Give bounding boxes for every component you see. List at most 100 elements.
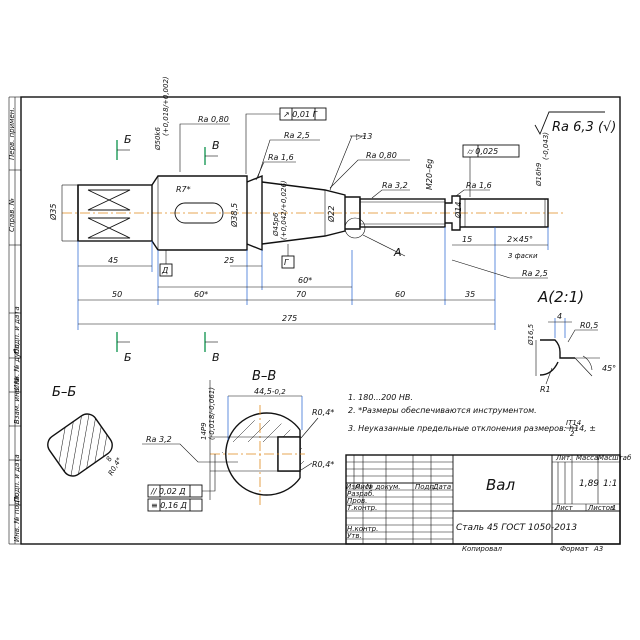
svg-text:Ra 0,80: Ra 0,80	[366, 151, 397, 160]
svg-text:60*: 60*	[194, 290, 208, 299]
svg-text:-0,2: -0,2	[272, 388, 286, 396]
svg-text:R0,5: R0,5	[580, 321, 598, 330]
side-label-5: Подп. и дата	[13, 454, 21, 502]
svg-text:Изм.: Изм.	[346, 483, 362, 491]
svg-text:Ra 1,6: Ra 1,6	[466, 181, 492, 190]
svg-text:(+0,042/+0,026): (+0,042/+0,026)	[280, 180, 288, 240]
svg-text:А(2:1): А(2:1)	[537, 288, 584, 306]
svg-text:Листов: Листов	[587, 504, 614, 512]
svg-text:70: 70	[296, 290, 306, 299]
svg-text:Дата: Дата	[432, 483, 451, 491]
svg-text:Д: Д	[161, 266, 168, 275]
svg-text:⌭ 0,025: ⌭ 0,025	[467, 147, 498, 156]
svg-text:В: В	[212, 351, 220, 364]
svg-text:R7*: R7*	[176, 185, 191, 194]
svg-text:Н.контр.: Н.контр.	[347, 525, 378, 533]
svg-text:Разраб.: Разраб.	[347, 490, 375, 498]
svg-text:Лист: Лист	[354, 483, 374, 491]
part-name: Вал	[486, 476, 515, 494]
svg-text:50: 50	[112, 290, 122, 299]
svg-text:R0,4*: R0,4*	[312, 460, 334, 469]
dimension-lines	[61, 184, 549, 330]
part-material: Сталь 45 ГОСТ 1050-2013	[456, 523, 577, 533]
detail-circle	[344, 217, 366, 239]
svg-text:25: 25	[224, 256, 234, 265]
svg-text:Лист: Лист	[554, 504, 574, 512]
section-vv: В–В 44,5 -0,2 14P9 (-0,018/-0,061) R0,4*	[142, 369, 334, 512]
svg-text:Подп.: Подп.	[415, 483, 436, 491]
svg-text:(-0,043): (-0,043)	[542, 132, 550, 160]
svg-text:Ra 3,2: Ra 3,2	[146, 435, 172, 444]
svg-text:4: 4	[557, 312, 562, 321]
svg-text:Ø50k6: Ø50k6	[154, 127, 162, 151]
svg-text:45: 45	[108, 256, 118, 265]
svg-text:Лит.: Лит.	[555, 454, 572, 462]
svg-text:Ra 0,80: Ra 0,80	[198, 115, 229, 124]
note-3: 3. Неуказанные предельные отклонения раз…	[348, 424, 596, 433]
svg-text:Ø16h9: Ø16h9	[535, 162, 543, 187]
section-bb: Б–Б 8 R0,4*	[47, 385, 124, 480]
note-2: 2. *Размеры обеспечиваются инструментом.	[348, 406, 537, 415]
roughness-marks: Ra 0,80 Ra 2,5 Ra 1,6 Ra 0,80 ▷13 Ra 3,2…	[179, 115, 548, 279]
section-markers: Б Б В В	[116, 133, 220, 364]
svg-text:1: 1	[612, 504, 616, 512]
svg-text:Ra 2,5: Ra 2,5	[522, 269, 548, 278]
svg-text:45°: 45°	[602, 364, 616, 373]
svg-text:Ø14: Ø14	[453, 202, 463, 219]
svg-text:Ø16,5: Ø16,5	[527, 323, 535, 346]
svg-text:Ra 6,3 (√): Ra 6,3 (√)	[552, 120, 616, 135]
svg-text:2×45°: 2×45°	[507, 235, 533, 244]
svg-text:R0,4*: R0,4*	[312, 408, 334, 417]
title-block: Изм. Лист № докум. Подп. Дата Разраб. Пр…	[345, 454, 632, 553]
svg-text:Копировал: Копировал	[462, 545, 503, 553]
svg-text:Ra 1,6: Ra 1,6	[268, 153, 294, 162]
svg-text:Пров.: Пров.	[347, 497, 367, 505]
svg-text:60: 60	[395, 290, 405, 299]
svg-text:Ø38,5: Ø38,5	[229, 203, 239, 228]
svg-text:▷13: ▷13	[356, 132, 372, 141]
general-roughness: Ra 6,3 (√)	[534, 111, 616, 136]
svg-text:Б: Б	[124, 133, 132, 146]
svg-text:Ra 3,2: Ra 3,2	[382, 181, 408, 190]
side-label-3: Инв. № дубл.	[13, 342, 21, 390]
detail-a: А(2:1) 4 R0,5 Ø16,5 R1 45°	[527, 288, 616, 394]
svg-text:Ø35: Ø35	[48, 204, 58, 221]
svg-text:↗ 0,01 Г: ↗ 0,01 Г	[283, 110, 318, 119]
svg-text:3 фаски: 3 фаски	[508, 252, 538, 260]
svg-text:14P9: 14P9	[200, 422, 208, 440]
svg-text:А3: А3	[593, 545, 603, 553]
svg-text:15: 15	[462, 235, 472, 244]
side-label-4: Взам. инв. №	[13, 376, 21, 424]
svg-text:275: 275	[282, 314, 297, 323]
side-label-2: Подп. и дата	[13, 306, 21, 354]
note-1: 1. 180...200 HB.	[348, 393, 413, 402]
svg-text:Формат: Формат	[560, 545, 589, 553]
svg-text:Б: Б	[124, 351, 132, 364]
svg-text:(-0,018/-0,061): (-0,018/-0,061)	[208, 387, 216, 440]
svg-text:Г: Г	[284, 258, 289, 267]
dimension-texts: 45 25 50 60* 60* 70 60 35 275 15 2×45° 3…	[48, 76, 550, 323]
svg-text:Т.контр.: Т.контр.	[347, 504, 377, 512]
svg-text:Ø22: Ø22	[326, 206, 336, 223]
svg-text:(+0,018/+0,002): (+0,018/+0,002)	[162, 76, 170, 136]
drawing-frame	[20, 96, 621, 545]
datum-boxes: Д Г	[159, 244, 295, 277]
technical-notes: 1. 180...200 HB. 2. *Размеры обеспечиваю…	[348, 393, 596, 438]
svg-text:2: 2	[570, 430, 575, 438]
svg-text:8: 8	[105, 455, 114, 463]
side-table: Перв. примен. Справ. № Подп. и дата Инв.…	[8, 96, 21, 545]
svg-text:35: 35	[465, 290, 475, 299]
svg-text:60*: 60*	[298, 276, 312, 285]
svg-text:Ra 2,5: Ra 2,5	[284, 131, 310, 140]
svg-text:М20–6g: М20–6g	[425, 159, 434, 190]
part-mass: 1,89	[579, 479, 599, 489]
svg-text:В–В: В–В	[252, 369, 276, 384]
side-label-0: Перв. примен.	[8, 107, 16, 160]
svg-text:44,5: 44,5	[254, 387, 272, 396]
svg-text:Утв.: Утв.	[347, 532, 362, 540]
side-label-1: Справ. №	[8, 198, 16, 232]
svg-text:≡ 0,16 Д: ≡ 0,16 Д	[151, 501, 187, 510]
part-scale: 1:1	[603, 479, 617, 489]
side-label-6: Инв. № подл.	[13, 494, 21, 542]
